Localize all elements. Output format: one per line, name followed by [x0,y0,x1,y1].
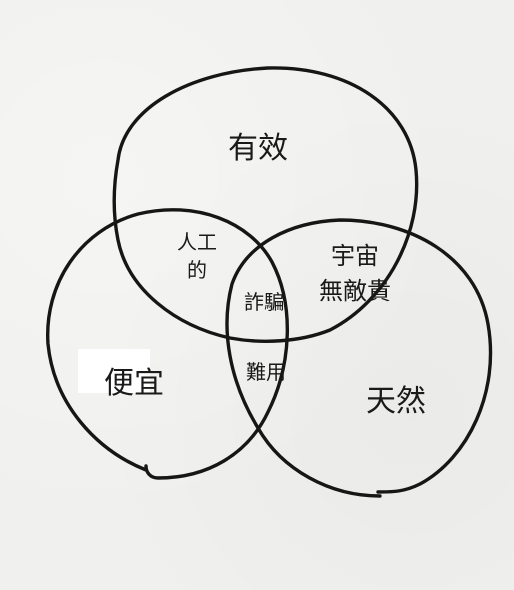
set-label-right: 天然 [366,384,426,419]
set-label-left: 便宜 [104,366,164,401]
circle-right [225,218,493,498]
intersection-top-left-line1: 人工 [177,230,217,254]
label-background-patch [78,349,150,393]
circle-top [112,66,419,343]
intersection-left-right: 難用 [246,360,286,384]
intersection-top-right-line1: 宇宙 [331,242,379,270]
intersection-top-left-line2: 的 [187,258,207,282]
intersection-top-right-line2: 無敵貴 [319,277,391,305]
intersection-center: 詐騙 [244,290,284,314]
set-label-top: 有效 [228,131,288,166]
circle-left [46,208,290,480]
